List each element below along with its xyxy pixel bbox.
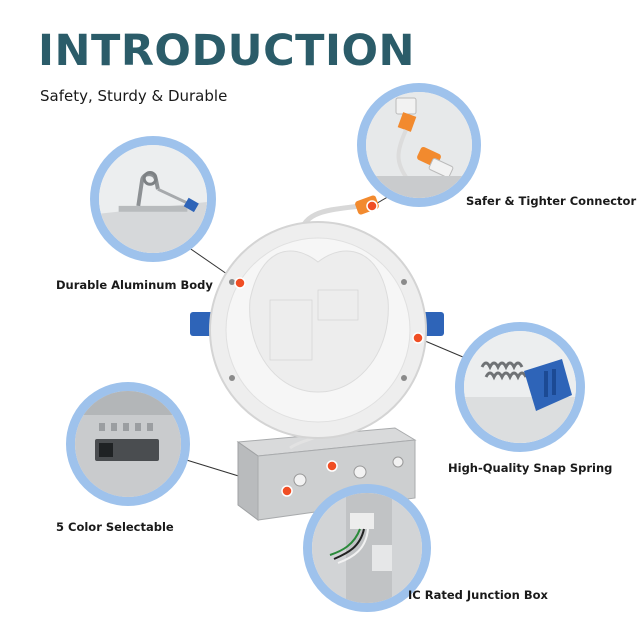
marker-connector (366, 200, 378, 212)
zoom-callout-body (90, 136, 216, 262)
feature-label-connector: Safer & Tighter Connector (466, 194, 637, 208)
marker-spring (412, 332, 424, 344)
page-title: INTRODUCTION (38, 26, 416, 76)
color-selector-switch-detail (75, 391, 181, 497)
marker-selector (281, 485, 293, 497)
page-subtitle: Safety, Sturdy & Durable (40, 87, 228, 105)
zoom-callout-spring (455, 322, 585, 452)
connector-detail (366, 92, 472, 198)
feature-label-color-selectable: 5 Color Selectable (56, 520, 174, 534)
marker-body (234, 277, 246, 289)
snap-spring-detail (464, 331, 576, 443)
aluminum-body-detail (99, 145, 207, 253)
zoom-callout-connector (357, 83, 481, 207)
zoom-callout-jbox (303, 484, 431, 612)
zoom-callout-selector (66, 382, 190, 506)
feature-label-spring: High-Quality Snap Spring (448, 461, 613, 475)
feature-label-junction-box: IC Rated Junction Box (408, 588, 548, 602)
panel-light (209, 221, 427, 439)
marker-jbox (326, 460, 338, 472)
junction-box-detail (312, 493, 422, 603)
feature-label-body: Durable Aluminum Body (56, 278, 213, 292)
